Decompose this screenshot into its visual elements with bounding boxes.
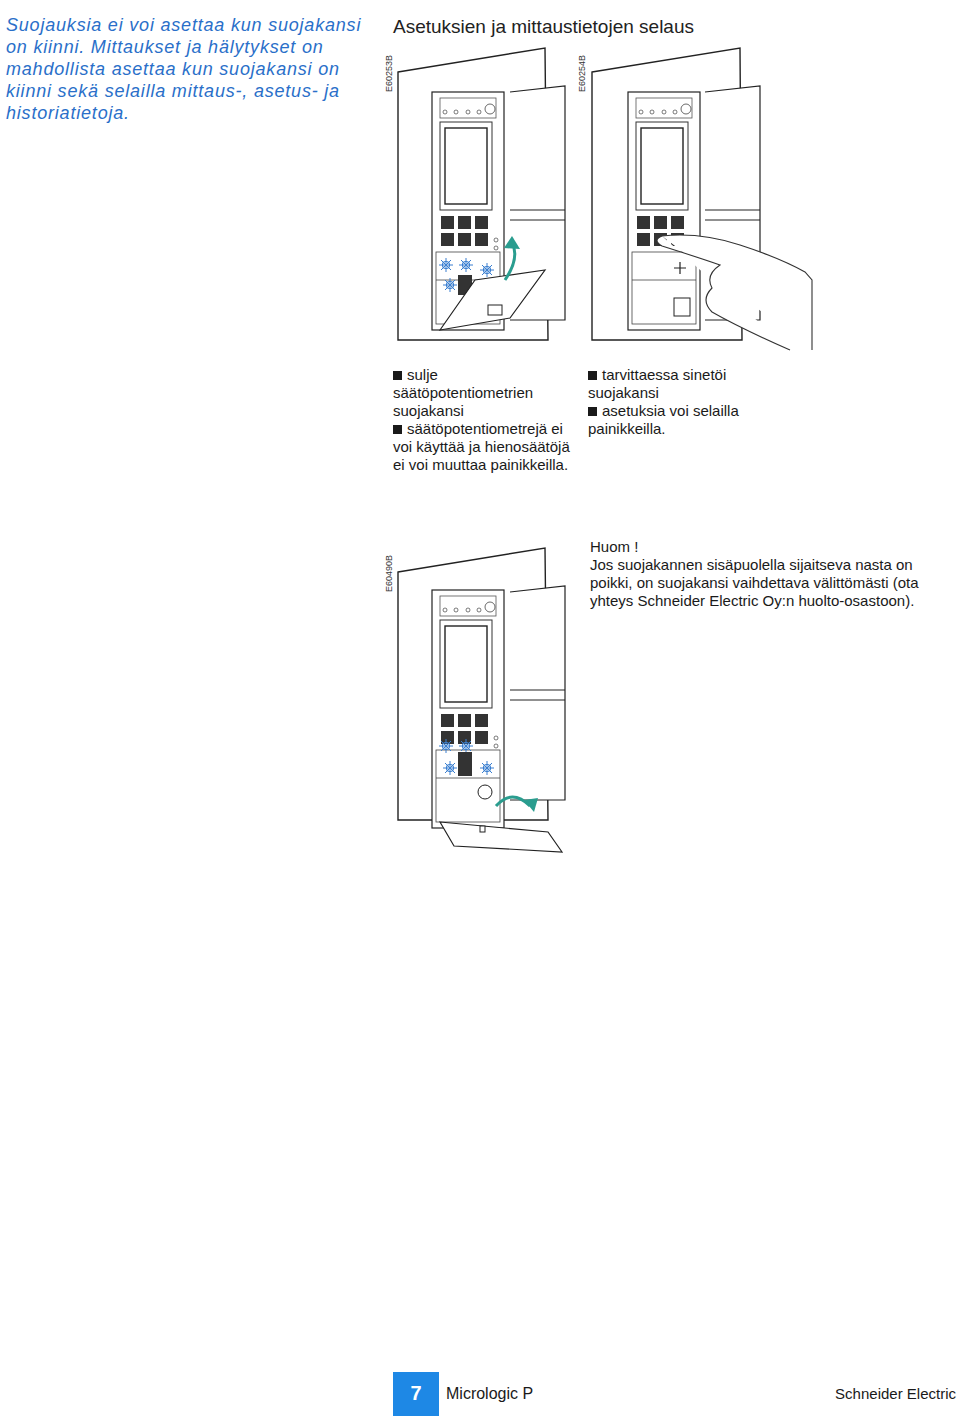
footer-brand: Schneider Electric	[835, 1385, 956, 1402]
bullet-square	[393, 425, 402, 434]
bullet-square	[588, 407, 597, 416]
bullet-text: säätöpotentiometrejä ei voi käyttää ja h…	[393, 420, 570, 473]
intro-note: Suojauksia ei voi asettaa kun suojakansi…	[6, 14, 368, 124]
figure-code: E60253B	[384, 55, 394, 92]
bullet-square	[393, 371, 402, 380]
note-text: Jos suojakannen sisäpuolella sijaitseva …	[590, 556, 958, 610]
page-number: 7	[393, 1382, 439, 1405]
figure-code: E60490B	[384, 555, 394, 592]
bullet-column: sulje säätöpotentiometrien suojakansisää…	[393, 366, 579, 474]
bullet-square	[588, 371, 597, 380]
bullet-text: sulje säätöpotentiometrien suojakansi	[393, 366, 533, 419]
footer-product: Micrologic P	[446, 1385, 533, 1403]
bullet-item: tarvittaessa sinetöi suojakansi	[588, 366, 768, 402]
bullet-column: tarvittaessa sinetöi suojakansiasetuksia…	[588, 366, 768, 438]
bullet-item: säätöpotentiometrejä ei voi käyttää ja h…	[393, 420, 579, 474]
figure-code: E60254B	[577, 55, 587, 92]
bullet-text: tarvittaessa sinetöi suojakansi	[588, 366, 726, 401]
bullet-item: asetuksia voi selailla painikkeilla.	[588, 402, 768, 438]
note-heading: Huom !	[590, 538, 638, 556]
bullet-text: asetuksia voi selailla painikkeilla.	[588, 402, 739, 437]
page-title: Asetuksien ja mittaustietojen selaus	[393, 16, 738, 38]
bullet-item: sulje säätöpotentiometrien suojakansi	[393, 366, 579, 420]
